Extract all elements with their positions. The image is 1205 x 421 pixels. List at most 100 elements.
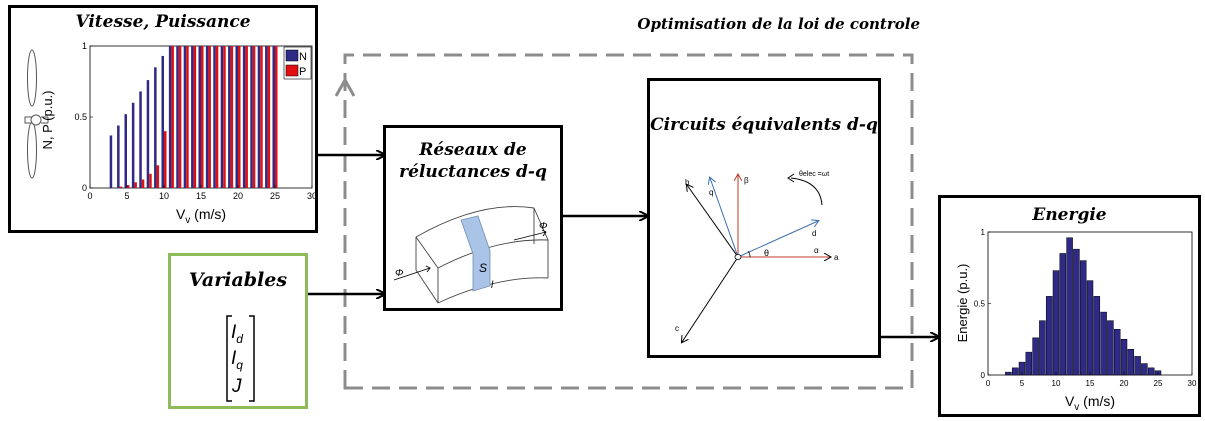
dq-axes-diagram: b q β θelec =ωt d θ α a c	[675, 171, 839, 355]
x-tick-label-5: 5	[1020, 379, 1025, 388]
bar-p-23	[260, 46, 263, 188]
wind-turbine-icon	[24, 49, 49, 179]
bar-p-19	[230, 46, 234, 188]
label-alpha: α	[814, 246, 819, 255]
x-tick-label-25: 25	[270, 191, 280, 201]
bar-energie-9	[1045, 296, 1053, 376]
bar-n-5	[124, 114, 127, 188]
y-tick-label-0: 0	[981, 371, 986, 380]
bar-n-8	[146, 80, 150, 188]
vitesse-puissance-title: Vitesse, Puissance	[75, 12, 251, 32]
bar-n-19	[228, 46, 231, 188]
x-tick-label-30: 30	[1188, 379, 1197, 388]
bar-energie-23	[1141, 363, 1148, 376]
bar-n-4	[117, 125, 120, 188]
bar-energie-8	[1039, 320, 1046, 376]
bar-n-12	[176, 46, 179, 188]
bar-energie-22	[1134, 356, 1141, 376]
x-tick-label-15: 15	[196, 191, 206, 201]
y-tick-label-0.5: 0.5	[974, 300, 986, 309]
bar-energie-7	[1032, 337, 1039, 376]
axis-c	[682, 256, 739, 342]
length-l-label: l	[491, 280, 494, 291]
bar-n-3	[109, 135, 113, 188]
bar-p-20	[238, 46, 241, 188]
reseaux-title-line1: Réseaux de	[419, 140, 527, 160]
x-tick-label-5: 5	[124, 191, 129, 201]
bar-n-14	[191, 46, 194, 188]
flux-tube-diagram: Φ Φ S l	[393, 206, 549, 304]
bar-n-6	[131, 102, 135, 188]
vector-iq: Iq	[231, 348, 243, 372]
x-tick-label-20: 20	[1120, 379, 1129, 388]
bar-n-16	[205, 46, 209, 188]
bar-p-6	[134, 182, 137, 188]
bar-n-20	[235, 46, 238, 188]
label-theta: θ	[764, 248, 769, 258]
bar-energie-4	[1011, 367, 1019, 376]
bar-p-16	[208, 46, 211, 188]
x-tick-label-30: 30	[307, 191, 315, 201]
y-tick-label-0.5: 0.5	[74, 112, 87, 122]
bar-n-9	[154, 67, 157, 188]
bar-energie-19	[1113, 328, 1121, 376]
circuits-title: Circuits équivalents d-q	[650, 115, 878, 135]
rotation-arrow	[790, 177, 823, 206]
bar-p-25	[275, 46, 278, 188]
bar-energie-24	[1147, 367, 1155, 376]
bar-energie-16	[1093, 296, 1101, 376]
bar-n-22	[250, 46, 253, 188]
bar-energie-17	[1100, 311, 1107, 376]
legend-label-p: P	[299, 66, 306, 78]
label-d: d	[812, 229, 816, 238]
bar-p-21	[245, 46, 248, 188]
axis-d	[737, 221, 818, 258]
circuits-equivalents-box: Circuits équivalents d-q b q β θelec =ωt…	[647, 78, 881, 358]
bar-n-11	[168, 46, 172, 188]
bar-energie-11	[1059, 253, 1067, 376]
bar-n-7	[139, 91, 142, 188]
energie-ylabel: Energie (p.u.)	[955, 264, 970, 343]
frame-up-arrow	[334, 76, 356, 97]
frame-title: Optimisation de la loi de controle	[637, 15, 920, 33]
legend-swatch-p	[285, 64, 299, 77]
bar-energie-21	[1127, 349, 1135, 376]
x-axis-label: Vv (m/s)	[1065, 393, 1115, 413]
label-beta: β	[744, 176, 749, 185]
bar-n-23	[257, 46, 261, 188]
axis-q	[710, 178, 739, 258]
bar-n-25	[272, 46, 275, 188]
x-tick-label-25: 25	[1154, 379, 1163, 388]
bar-energie-3	[1005, 371, 1012, 376]
variables-box: Variables Id Iq J	[168, 253, 308, 409]
legend-swatch-n	[285, 49, 299, 62]
bar-p-7	[141, 179, 145, 188]
label-theta-elec: θelec =ωt	[799, 171, 829, 178]
bar-energie-6	[1025, 351, 1033, 376]
energie-title: Energie	[1032, 205, 1107, 225]
variables-title: Variables	[188, 269, 288, 291]
bar-n-21	[242, 46, 246, 188]
bar-n-10	[161, 55, 164, 188]
bar-energie-10	[1052, 270, 1060, 376]
variables-vector: Id Iq J	[226, 315, 255, 402]
x-tick-label-0: 0	[87, 191, 92, 201]
bar-p-15	[201, 46, 204, 188]
bar-p-17	[215, 46, 219, 188]
reseaux-reluctances-box: Réseaux de réluctances d-q Φ Φ S l	[383, 125, 563, 311]
bar-p-9	[156, 165, 160, 188]
bar-energie-20	[1120, 339, 1128, 376]
bar-energie-15	[1086, 280, 1094, 376]
y-tick-label-1: 1	[82, 41, 87, 51]
bar-p-4	[119, 186, 123, 188]
y-tick-label-0: 0	[82, 183, 87, 193]
phi-left-label: Φ	[395, 268, 403, 279]
bar-p-8	[149, 173, 152, 188]
bar-energie-12	[1066, 237, 1073, 376]
x-tick-label-15: 15	[1086, 379, 1095, 388]
x-tick-label-0: 0	[986, 379, 991, 388]
label-b: b	[685, 178, 690, 187]
bar-p-18	[223, 46, 226, 188]
optimisation-dashed-frame	[343, 53, 914, 390]
